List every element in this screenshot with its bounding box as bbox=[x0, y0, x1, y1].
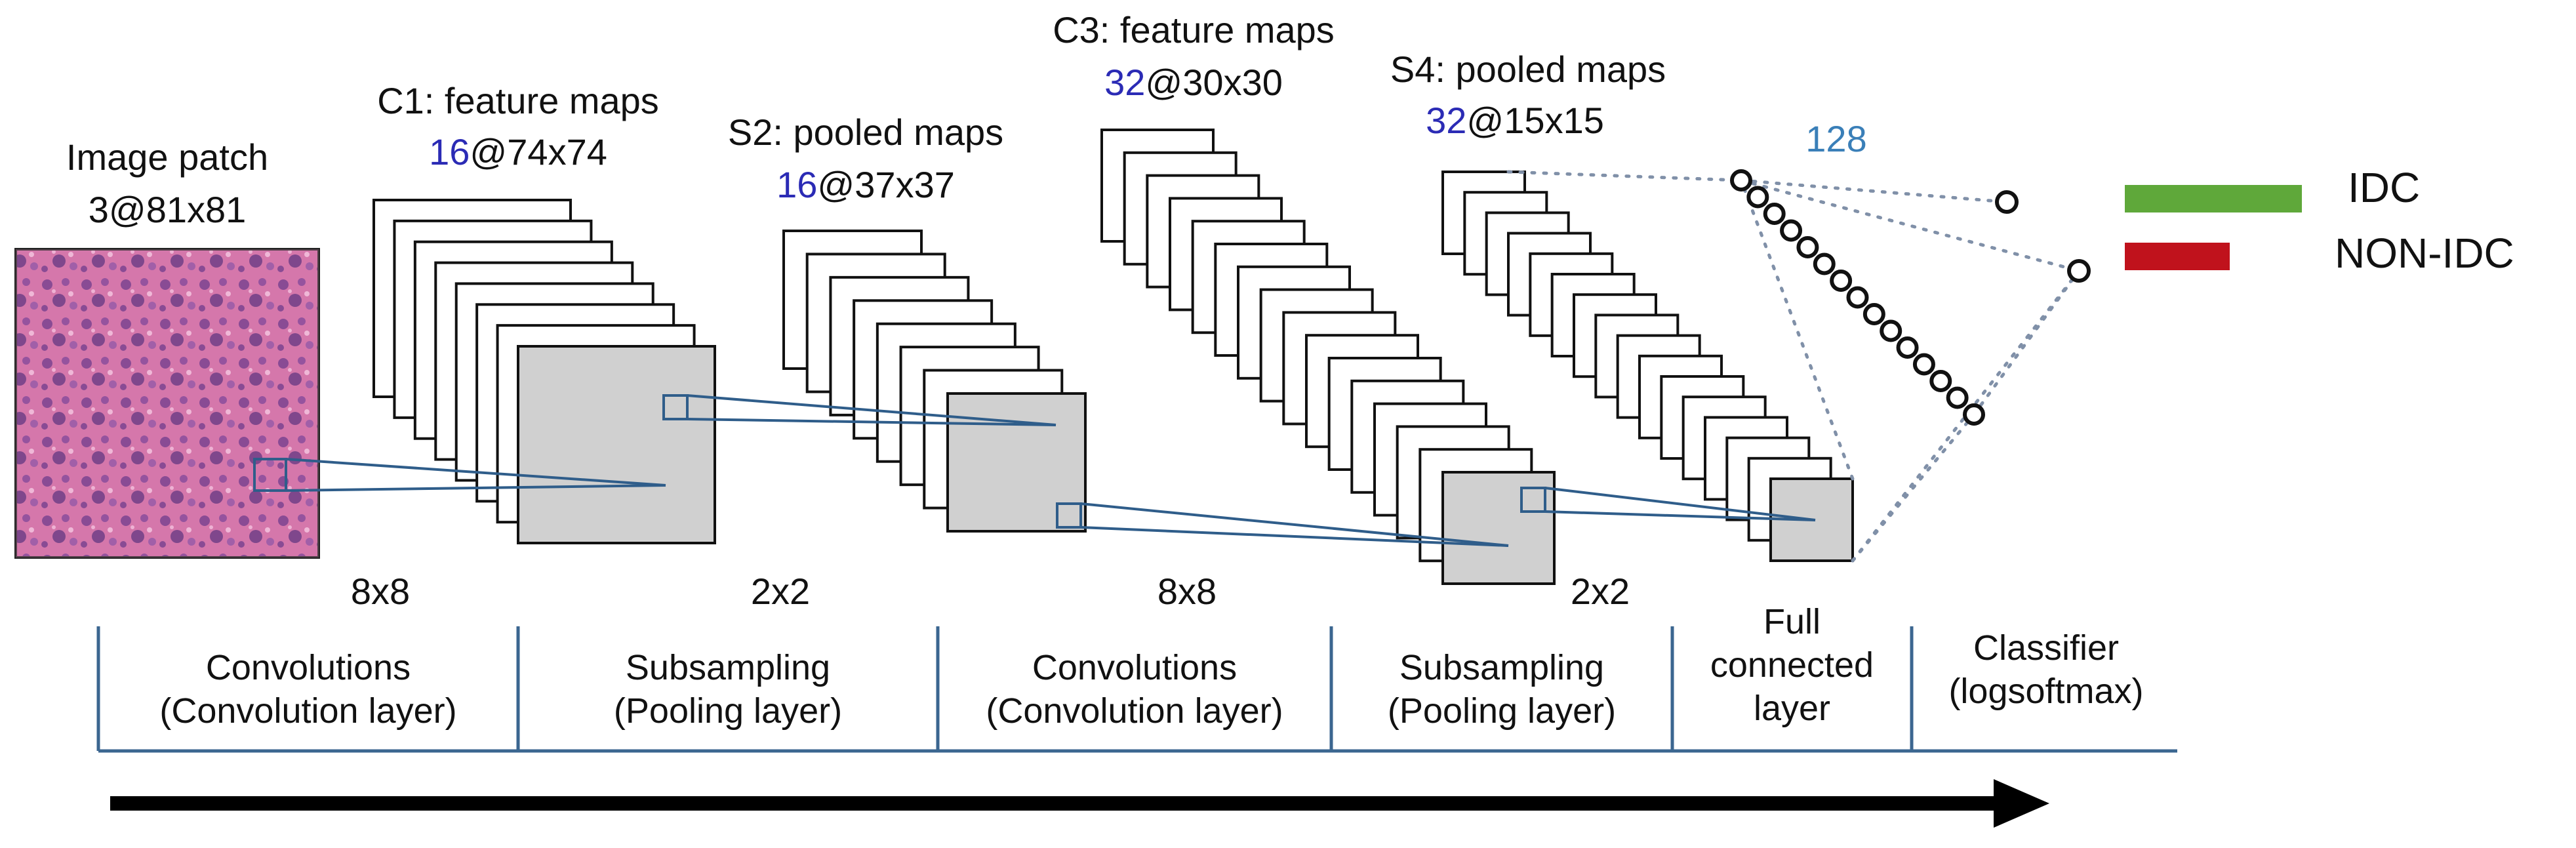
stage-conv-1-line1: Convolutions bbox=[205, 648, 411, 687]
output-neuron-non-idc bbox=[2067, 259, 2091, 283]
input-dims: 3@81x81 bbox=[0, 189, 334, 231]
c3-depth: 32 bbox=[1104, 62, 1146, 103]
kernel-size-4: 2x2 bbox=[1570, 571, 1630, 612]
stage-conv-2-line1: Convolutions bbox=[1032, 648, 1238, 687]
s4-depth: 32 bbox=[1426, 100, 1467, 141]
s4-size: 15x15 bbox=[1504, 100, 1604, 141]
fc-neuron bbox=[1813, 252, 1836, 275]
legend-swatch-non-idc bbox=[2125, 243, 2230, 270]
s2-title: S2: pooled maps bbox=[727, 111, 1004, 153]
fc-neuron bbox=[1830, 270, 1853, 292]
stage-pool-1-line2: (Pooling layer) bbox=[613, 691, 843, 731]
c1-dims: 16@74x74 bbox=[341, 131, 695, 173]
stage-pool-2-line2: (Pooling layer) bbox=[1387, 691, 1617, 731]
s2-feature-map bbox=[946, 392, 1087, 533]
c1-title: C1: feature maps bbox=[377, 80, 659, 121]
fc-neurons bbox=[1730, 169, 1985, 426]
fc-neuron bbox=[1963, 403, 1985, 426]
s4-map-stack bbox=[1441, 171, 1854, 562]
image-patch bbox=[14, 248, 320, 559]
s2-map-stack bbox=[782, 230, 1087, 533]
c1-sep: @ bbox=[470, 131, 508, 172]
c3-sep: @ bbox=[1145, 62, 1183, 103]
fc-neuron bbox=[1912, 353, 1935, 376]
fc-neuron bbox=[1880, 319, 1902, 342]
flow-arrow-head bbox=[1994, 779, 2049, 828]
s2-dims: 16@37x37 bbox=[695, 164, 1036, 206]
output-neuron-idc bbox=[1995, 190, 2019, 214]
kernel-size-3: 8x8 bbox=[1157, 571, 1217, 612]
stage-fc-line2: connected bbox=[1710, 645, 1874, 685]
fc-units: 128 bbox=[1805, 118, 1867, 159]
c1-size: 74x74 bbox=[507, 131, 607, 172]
fc-neuron bbox=[1730, 169, 1752, 192]
stage-classifier-line2: (logsoftmax) bbox=[1948, 672, 2144, 711]
legend-swatch-idc bbox=[2125, 185, 2302, 212]
input-title: Image patch bbox=[66, 136, 269, 178]
c3-title: C3: feature maps bbox=[1053, 9, 1335, 50]
input-sep: @ bbox=[108, 189, 146, 230]
receptive-field-2 bbox=[662, 394, 1057, 426]
c1-depth: 16 bbox=[429, 131, 470, 172]
kernel-size-1: 8x8 bbox=[350, 571, 411, 612]
input-depth: 3 bbox=[88, 189, 109, 230]
c1-feature-map bbox=[517, 345, 716, 544]
fc-neuron bbox=[1763, 203, 1786, 225]
fc-neuron bbox=[1796, 236, 1819, 258]
stage-pool-1: Subsampling (Pooling layer) bbox=[525, 646, 931, 733]
fc-neuron bbox=[1780, 219, 1803, 242]
stage-fc-line3: layer bbox=[1753, 689, 1831, 728]
stage-conv-1: Convolutions (Convolution layer) bbox=[105, 646, 512, 733]
legend-label-idc: IDC bbox=[2348, 164, 2421, 211]
c3-dims: 32@30x30 bbox=[1010, 62, 1377, 104]
stage-conv-1-line2: (Convolution layer) bbox=[159, 691, 457, 731]
receptive-field-1 bbox=[253, 458, 666, 492]
fc-neuron bbox=[1862, 303, 1885, 325]
stage-conv-2-line2: (Convolution layer) bbox=[986, 691, 1283, 731]
legend-label-non-idc: NON-IDC bbox=[2335, 230, 2514, 277]
stage-full-connected: Full connected layer bbox=[1676, 600, 1908, 730]
fc-neuron bbox=[1929, 370, 1952, 392]
fc-neuron bbox=[1746, 186, 1769, 209]
fc-neuron bbox=[1846, 286, 1869, 309]
s2-depth: 16 bbox=[776, 164, 818, 205]
fc-neuron bbox=[1896, 336, 1919, 359]
s4-title: S4: pooled maps bbox=[1390, 49, 1666, 90]
kernel-size-2: 2x2 bbox=[750, 571, 811, 612]
stage-conv-2: Convolutions (Convolution layer) bbox=[941, 646, 1328, 733]
s2-size: 37x37 bbox=[855, 164, 955, 205]
c3-map-stack bbox=[1100, 129, 1556, 585]
s4-dims: 32@15x15 bbox=[1358, 100, 1672, 142]
fc-dotted-links bbox=[1506, 170, 2081, 563]
stage-pool-1-line1: Subsampling bbox=[625, 648, 831, 687]
input-size: 81x81 bbox=[146, 189, 247, 230]
stage-classifier: Classifier (logsoftmax) bbox=[1915, 626, 2177, 713]
s2-sep: @ bbox=[817, 164, 855, 205]
stage-classifier-line1: Classifier bbox=[1973, 628, 2120, 668]
receptive-field-4 bbox=[1520, 487, 1816, 521]
stage-pool-2: Subsampling (Pooling layer) bbox=[1335, 646, 1669, 733]
c3-size: 30x30 bbox=[1182, 62, 1283, 103]
image-patch-overlay bbox=[16, 249, 319, 557]
stage-fc-line1: Full bbox=[1763, 602, 1821, 641]
s4-sep: @ bbox=[1466, 100, 1504, 141]
c1-map-stack bbox=[372, 199, 716, 544]
receptive-field-3 bbox=[1056, 502, 1509, 547]
stage-pool-2-line1: Subsampling bbox=[1399, 648, 1605, 687]
c3-feature-map bbox=[1441, 471, 1556, 585]
fc-neuron bbox=[1946, 386, 1969, 409]
